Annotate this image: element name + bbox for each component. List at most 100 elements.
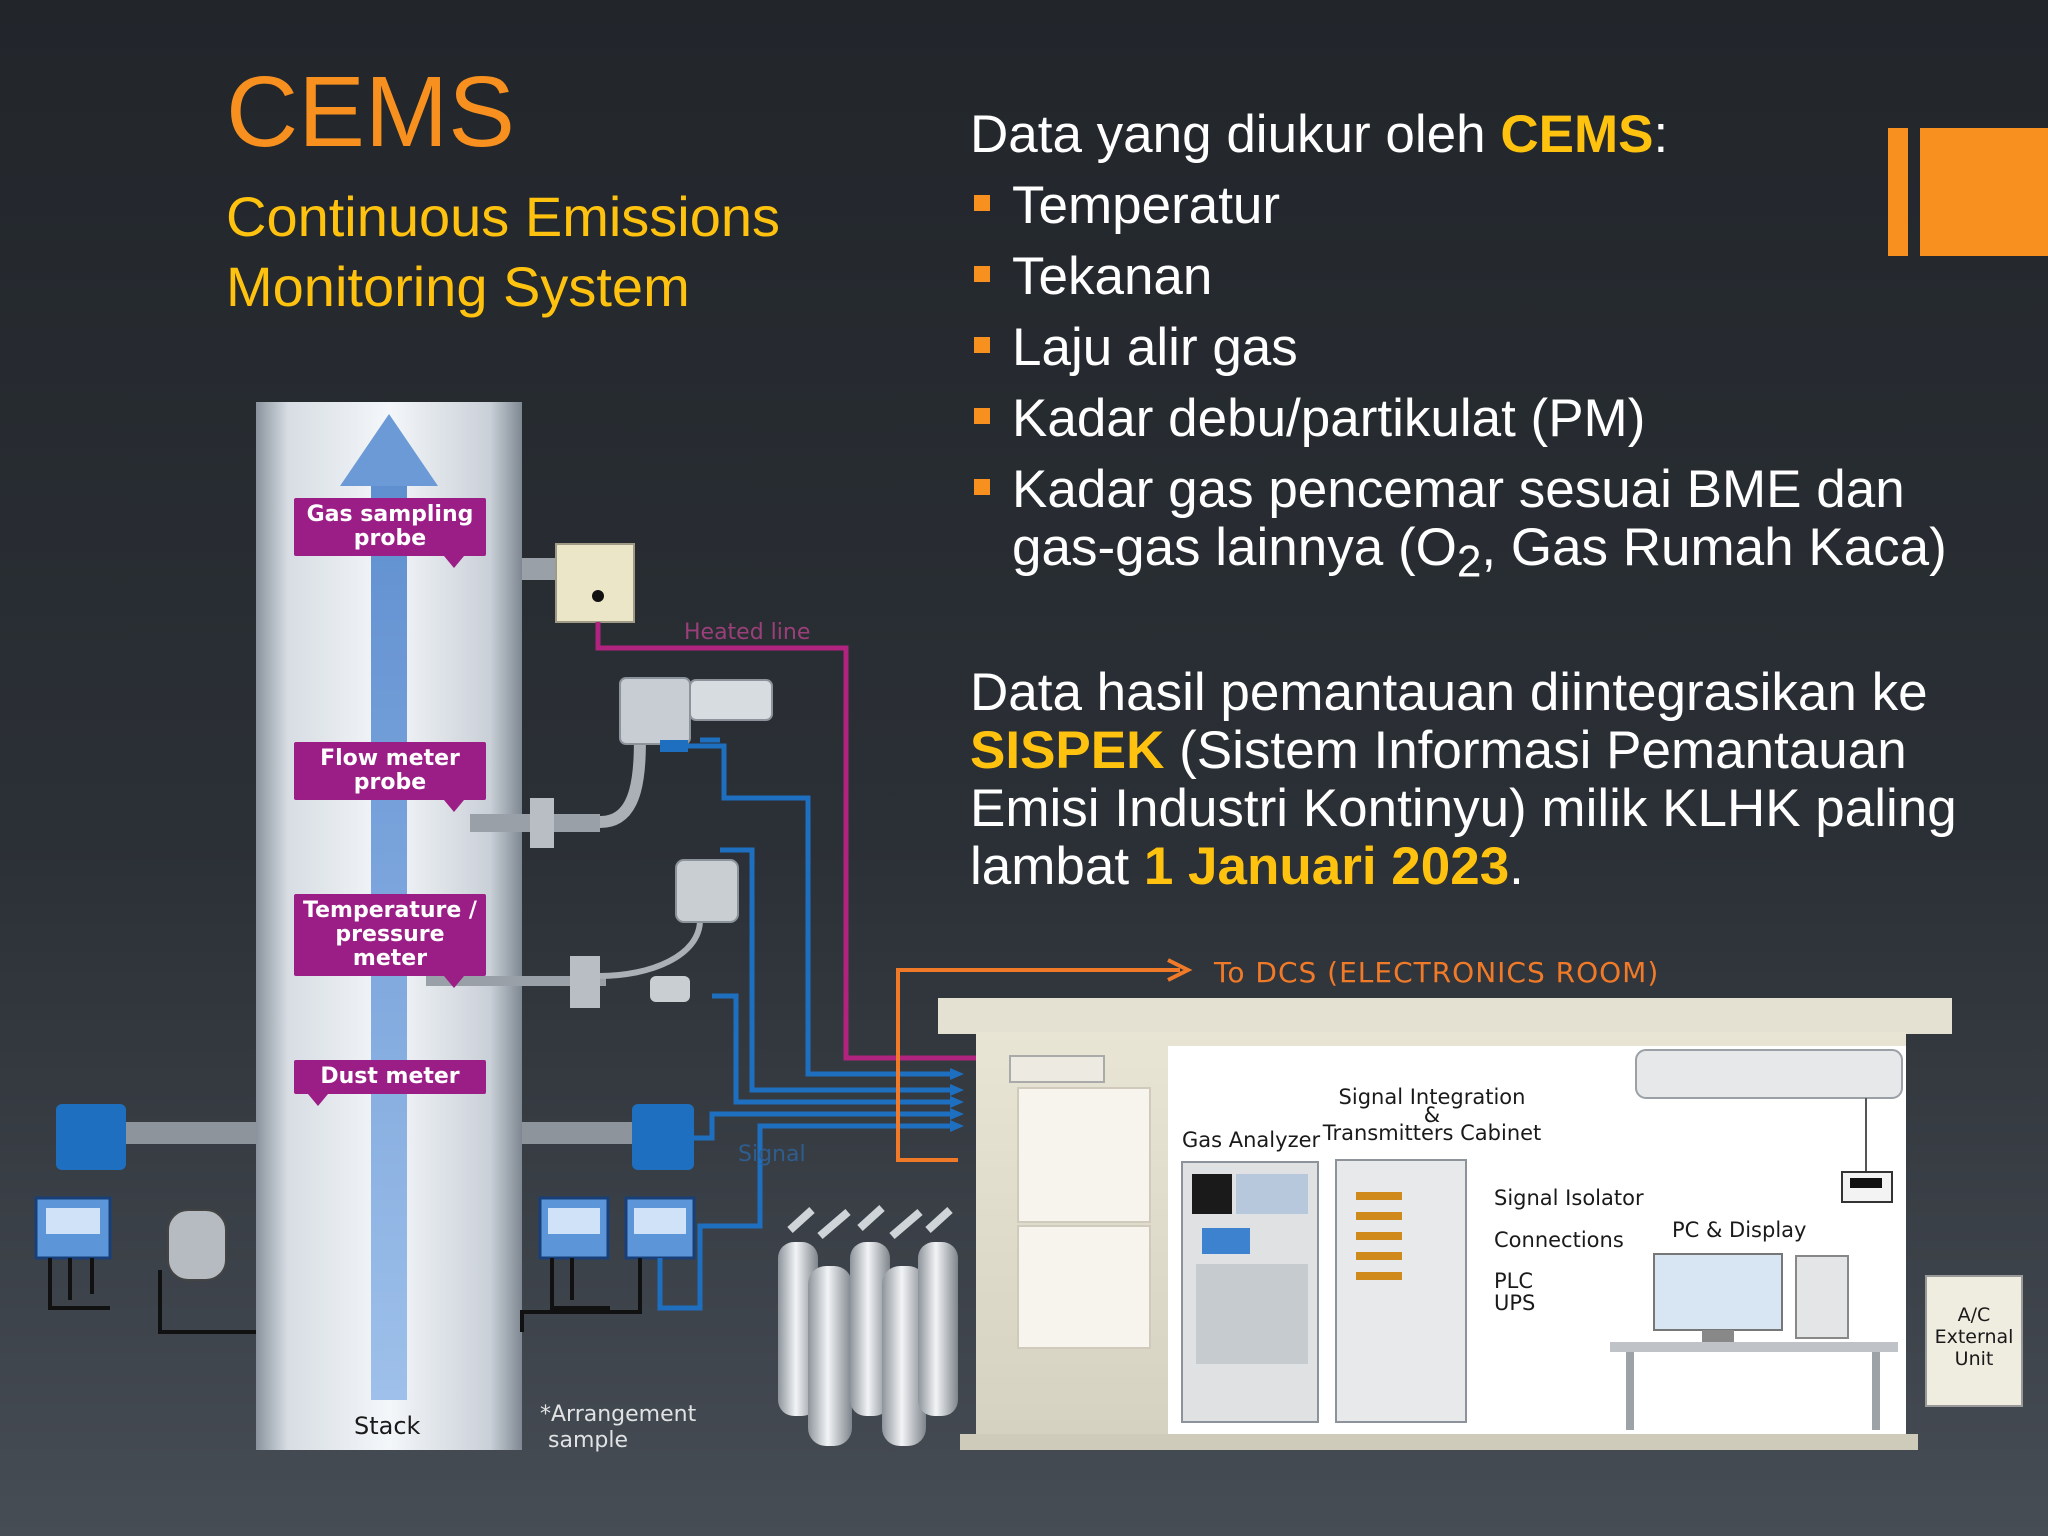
intro-line: Data yang diukur oleh CEMS:: [970, 106, 2030, 164]
ups-label: UPS: [1494, 1291, 1536, 1315]
callout-line: Dust meter: [320, 1064, 460, 1089]
signal-integration-label: Signal Integration & Transmitters Cabine…: [1318, 1085, 1546, 1145]
right-cable: [520, 1258, 642, 1332]
list-item: Laju alir gas: [970, 319, 2030, 377]
callout-line: Flow meter: [320, 746, 460, 771]
flow-meter-transmitter: [689, 679, 773, 721]
dust-left-pipe: [126, 1122, 256, 1144]
list-item-text: Kadar gas pencemar sesuai BME dan: [1012, 460, 1905, 519]
measured-list: Temperatur Tekanan Laju alir gas Kadar d…: [970, 177, 2030, 592]
pc-tower: [1795, 1255, 1849, 1339]
signal-arrow-1: [950, 1068, 964, 1080]
signal-label: Signal: [738, 1142, 806, 1167]
subtitle-line-2: Monitoring System: [226, 255, 690, 318]
list-item: Temperatur: [970, 177, 2030, 235]
signal-line-3: [712, 993, 950, 1105]
right-transmitter-2-screen: [634, 1208, 686, 1234]
callout-line: pressure meter: [335, 922, 445, 971]
note-line: *Arrangement: [540, 1402, 697, 1427]
monitor-stand: [1702, 1330, 1734, 1342]
shelter-door-bottom: [1017, 1225, 1151, 1349]
temp-sensor-head: [675, 859, 739, 923]
to-dcs-label: To DCS (ELECTRONICS ROOM): [1214, 956, 1660, 989]
pressure-gauge: [650, 976, 690, 1002]
paragraph-text-1: Data hasil pemantauan diintegrasikan ke: [970, 662, 1928, 722]
slide-title: CEMS: [226, 56, 515, 168]
connections-label: Connections: [1494, 1228, 1624, 1252]
measured-data-panel: Data yang diukur oleh CEMS: Temperatur T…: [970, 106, 2030, 949]
dcs-line: [896, 968, 1180, 1162]
dust-right-pipe: [522, 1122, 632, 1144]
temperature-pressure-meter-callout: Temperature / pressure meter: [294, 894, 486, 988]
intro-text: Data yang diukur oleh: [970, 105, 1501, 164]
signal-isolator-label: Signal Isolator: [1494, 1186, 1644, 1210]
signal-integration-cabinet: [1335, 1159, 1467, 1423]
analyzer-module-3: [1202, 1228, 1250, 1254]
paragraph-end: .: [1509, 836, 1524, 896]
bullet-square-icon: [974, 337, 990, 353]
right-transmitter-1-screen: [548, 1208, 600, 1234]
gas-cylinder: [918, 1242, 958, 1416]
callout-line: probe: [353, 770, 427, 795]
temp-pipe: [426, 976, 606, 986]
sampling-probe-pipe: [522, 558, 562, 580]
monitor: [1653, 1253, 1783, 1331]
shelter-roof: [938, 998, 1952, 1034]
dust-right-unit: [632, 1104, 694, 1170]
table-leg: [1872, 1352, 1880, 1430]
label-line: Signal Integration: [1338, 1085, 1526, 1109]
bullet-square-icon: [974, 195, 990, 211]
flow-meter-head: [619, 677, 691, 745]
diagram-artwork: [34, 402, 2023, 1450]
cems-diagram: Gas sampling probe Flow meter probe Temp…: [0, 390, 2048, 1536]
label-line: External: [1934, 1326, 2014, 1348]
sampling-probe-port: [592, 590, 604, 602]
gas-cylinder: [882, 1266, 926, 1446]
paragraph-text-2: (Sistem Informasi Pemantauan Emisi Indus…: [970, 720, 1957, 896]
signal-arrow-2: [950, 1084, 964, 1096]
plc-label: PLC: [1494, 1269, 1534, 1293]
ac-external-unit-label: A/C External Unit: [1926, 1304, 2022, 1370]
signal-arrow-3: [950, 1096, 964, 1108]
callout-line: probe: [353, 526, 427, 551]
signal-line-5: [657, 1123, 950, 1311]
flow-meter-flange: [530, 798, 554, 848]
label-line: A/C: [1957, 1304, 1991, 1326]
analyzer-module-1: [1192, 1174, 1232, 1214]
terminal-row: [1356, 1272, 1402, 1280]
list-item: Tekanan: [970, 248, 2030, 306]
dust-left-unit: [56, 1104, 126, 1170]
list-item-text: Tekanan: [1012, 247, 1213, 306]
dcs-arrow-head: [1167, 958, 1193, 982]
gas-cylinder: [850, 1242, 890, 1416]
signal-line-4: [694, 1111, 950, 1141]
sispek-highlight: SISPEK: [970, 720, 1165, 780]
heated-line-label: Heated line: [684, 620, 811, 645]
bullet-square-icon: [974, 408, 990, 424]
gas-cylinder: [808, 1266, 852, 1446]
analyzer-module-4: [1196, 1264, 1308, 1364]
thermostat-display: [1850, 1178, 1882, 1188]
bullet-square-icon: [974, 479, 990, 495]
terminal-row: [1356, 1212, 1402, 1220]
temp-sensor-cable: [599, 919, 703, 979]
gas-sampling-probe-callout: Gas sampling probe: [294, 498, 486, 568]
heated-line: [595, 622, 1070, 1061]
left-cable: [48, 1258, 256, 1334]
table-top: [1610, 1342, 1898, 1352]
list-item-text-cont: gas-gas lainnya (O: [1012, 518, 1457, 577]
cylinder-regulators: [787, 1205, 953, 1240]
stack-label: Stack: [354, 1412, 421, 1440]
pc-display-label: PC & Display: [1672, 1218, 1807, 1242]
subscript-2: 2: [1456, 537, 1482, 587]
flow-meter-blue-tag: [660, 740, 688, 752]
bullet-square-icon: [974, 266, 990, 282]
analyzer-module-2: [1236, 1174, 1308, 1214]
ac-external-unit: [1925, 1275, 2023, 1407]
left-transmitter-screen: [46, 1208, 100, 1234]
shelter-door-top: [1017, 1087, 1151, 1223]
label-line: Transmitters Cabinet: [1322, 1121, 1542, 1145]
left-bulb-unit: [167, 1209, 227, 1281]
accent-bar-wide: [1920, 128, 2048, 256]
subtitle-line-1: Continuous Emissions: [226, 185, 781, 248]
